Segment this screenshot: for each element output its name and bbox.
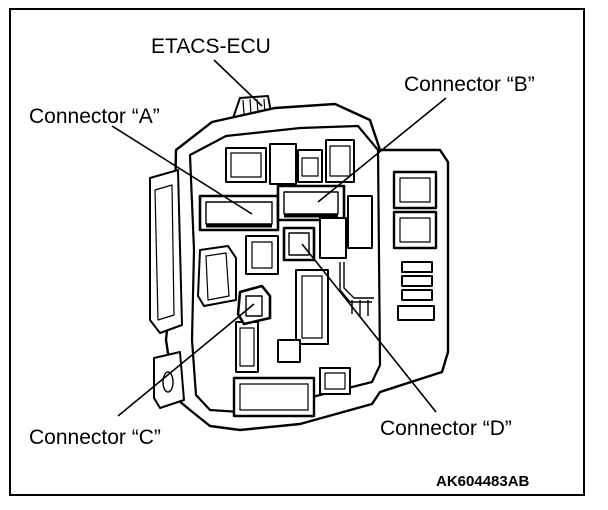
middle-components [235,217,347,373]
lower-block [232,367,351,418]
connector-d-label: Connector “D” [380,417,512,440]
connector-a-body [198,194,280,232]
connector-d-body [282,226,316,262]
leader-a [111,125,253,215]
leader-b [317,97,447,203]
figure-code: AK604483AB [436,473,530,490]
right-relays [347,170,438,321]
leader-ecu [213,59,263,107]
connector-a-label: Connector “A” [29,105,160,128]
mounting-foot [153,351,185,409]
connector-c-label: Connector “C” [29,426,161,449]
upper-relays [225,139,355,185]
leader-lines [111,59,447,417]
connector-b-label: Connector “B” [404,73,535,96]
ecu-label: ETACS-ECU [151,35,271,58]
connector-b-body [276,184,346,222]
left-relay [197,245,237,307]
leader-c [117,303,255,417]
leader-d [301,243,437,413]
